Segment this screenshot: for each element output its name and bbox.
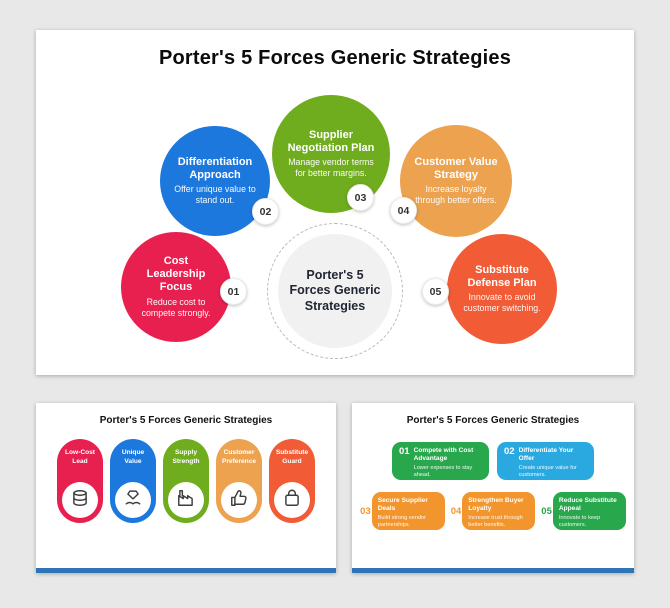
card-desc: Innovate to keep customers. <box>558 514 601 528</box>
strategy-card-01: 01 Compete with Cost Advantage Lower exp… <box>392 442 489 480</box>
card-title: Compete with Cost Advantage <box>413 447 474 462</box>
strategy-card-05: Reduce Substitute Appeal Innovate to kee… <box>552 492 626 530</box>
card-number: 01 <box>399 446 410 457</box>
card-group-04: 04 Strengthen Buyer Loyalty Increase tru… <box>451 492 536 530</box>
strategy-card-02: 02 Differentiate Your Offer Create uniqu… <box>497 442 594 480</box>
thumbs-up-icon <box>229 488 249 513</box>
main-slide[interactable]: Porter's 5 Forces Generic Strategies Dif… <box>36 30 634 375</box>
force-number-badge-04: 04 <box>390 197 417 224</box>
pill-label: Supply Strength <box>172 449 200 465</box>
force-desc: Reduce cost to compete strongly. <box>141 296 211 318</box>
force-title: Customer Value Strategy <box>414 155 498 181</box>
shopping-bag-icon <box>282 488 302 513</box>
force-desc: Manage vendor terms for better margins. <box>288 157 374 179</box>
pill-label: Customer Preference <box>221 449 257 465</box>
card-number: 02 <box>504 446 515 457</box>
center-label: Porter's 5 Forces Generic Strategies <box>289 267 381 313</box>
card-number: 05 <box>541 505 552 517</box>
force-desc: Offer unique value to stand out. <box>174 184 256 206</box>
card-group-03: 03 Secure Supplier Deals Build strong ve… <box>360 492 445 530</box>
card-group-05: 05 Reduce Substitute Appeal Innovate to … <box>541 492 626 530</box>
pills-slide-title: Porter's 5 Forces Generic Strategies <box>99 415 273 426</box>
pill-icon-circle <box>62 482 98 518</box>
pill-label: Unique Value <box>121 449 145 465</box>
cards-row-top: 01 Compete with Cost Advantage Lower exp… <box>352 442 634 480</box>
cards-slide[interactable]: Porter's 5 Forces Generic Strategies 01 … <box>352 403 634 573</box>
card-title: Differentiate Your Offer <box>518 447 574 462</box>
force-circle-customer: Customer Value Strategy Increase loyalty… <box>400 125 512 237</box>
pill-icon-circle <box>274 482 310 518</box>
card-desc: Lower expenses to stay ahead. <box>413 464 473 478</box>
force-number-badge-03: 03 <box>347 184 374 211</box>
strategy-pill-supply-strength: Supply Strength <box>163 439 209 523</box>
force-title: Differentiation Approach <box>177 155 253 181</box>
slide-footer-bar <box>352 568 634 573</box>
card-title: Secure Supplier Deals <box>377 497 428 512</box>
card-desc: Build strong vendor partnerships. <box>377 514 426 528</box>
pill-icon-circle <box>168 482 204 518</box>
force-desc: Innovate to avoid customer switching. <box>463 292 541 314</box>
factory-icon <box>176 488 196 513</box>
force-circle-differentiation: Differentiation Approach Offer unique va… <box>160 126 270 236</box>
cards-slide-title: Porter's 5 Forces Generic Strategies <box>406 415 580 426</box>
card-desc: Increase trust through better benefits. <box>468 514 523 528</box>
pill-label: Substitute Guard <box>275 449 309 465</box>
force-desc: Increase loyalty through better offers. <box>415 184 497 206</box>
force-number-badge-05: 05 <box>422 278 449 305</box>
center-circle: Porter's 5 Forces Generic Strategies <box>278 234 392 348</box>
center-dashed-ring: Porter's 5 Forces Generic Strategies <box>267 223 403 359</box>
force-number-badge-01: 01 <box>220 278 247 305</box>
force-title: Substitute Defense Plan <box>467 263 537 289</box>
strategy-card-04: Strengthen Buyer Loyalty Increase trust … <box>462 492 536 530</box>
slide-footer-bar <box>36 568 336 573</box>
force-circle-substitute: Substitute Defense Plan Innovate to avoi… <box>447 234 557 344</box>
pill-label: Low-Cost Lead <box>64 449 96 465</box>
card-title: Reduce Substitute Appeal <box>558 497 617 512</box>
strategy-card-03: Secure Supplier Deals Build strong vendo… <box>371 492 445 530</box>
force-title: Supplier Negotiation Plan <box>287 128 375 154</box>
pill-icon-circle <box>115 482 151 518</box>
pill-row: Low-Cost Lead Unique Value Supply Streng… <box>36 439 336 523</box>
strategy-pill-customer-preference: Customer Preference <box>216 439 262 523</box>
coins-icon <box>70 488 90 513</box>
strategy-pill-low-cost: Low-Cost Lead <box>57 439 103 523</box>
pill-icon-circle <box>221 482 257 518</box>
card-number: 04 <box>450 505 462 517</box>
force-circle-supplier: Supplier Negotiation Plan Manage vendor … <box>272 95 390 213</box>
card-title: Strengthen Buyer Loyalty <box>468 497 524 512</box>
main-slide-title: Porter's 5 Forces Generic Strategies <box>158 47 512 69</box>
pills-slide[interactable]: Porter's 5 Forces Generic Strategies Low… <box>36 403 336 573</box>
card-number: 03 <box>360 505 371 517</box>
card-desc: Create unique value for customers. <box>518 464 577 478</box>
cards-row-bottom: 03 Secure Supplier Deals Build strong ve… <box>352 492 634 530</box>
force-circle-cost-leadership: Cost Leadership Focus Reduce cost to com… <box>121 232 231 342</box>
strategy-pill-unique-value: Unique Value <box>110 439 156 523</box>
hand-diamond-icon <box>123 488 143 513</box>
force-number-badge-02: 02 <box>252 198 279 225</box>
force-title: Cost Leadership Focus <box>146 255 206 293</box>
strategy-pill-substitute-guard: Substitute Guard <box>269 439 315 523</box>
